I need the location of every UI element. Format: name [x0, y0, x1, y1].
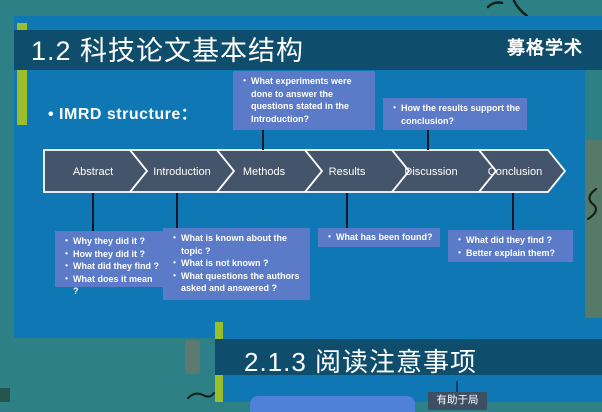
callout-box-abstract: • Why they did it ? • How they did it ? • Wha… — [55, 231, 163, 296]
slide2-partial-dark-box: 有助于局 — [428, 392, 487, 410]
chevron-step-label: Abstract — [73, 166, 113, 178]
chevron-separator — [129, 149, 149, 193]
connector-line — [427, 130, 429, 150]
ink-stroke-icon — [187, 392, 215, 399]
slide1-page-title: 1.2 科技论文基本结构 — [31, 36, 305, 66]
wallpaper-strip — [584, 140, 602, 318]
bullet-text: What has been found? — [336, 232, 433, 242]
chevron-separator — [304, 149, 324, 193]
connector-line — [456, 381, 458, 392]
connector-line — [92, 193, 94, 231]
imrd-subtitle: • IMRD structure： — [48, 106, 198, 123]
bullet-item: • What has been found? — [323, 231, 437, 244]
bullet-item: • Better explain them? — [453, 247, 570, 260]
chevron-separator — [216, 149, 236, 193]
callout-box-discussion: • How the results support the conclusion? — [383, 98, 527, 130]
bullet-text: What did they find ? — [466, 235, 552, 245]
bullet-item: • What is not known ? — [168, 257, 307, 270]
chevron-step-label: Conclusion — [488, 166, 542, 178]
bullet-icon: • — [65, 261, 68, 270]
bullet-item: • What experiments were done to answer th… — [238, 75, 372, 125]
bullet-icon: • — [65, 236, 68, 245]
bullet-text: How they did it ? — [73, 248, 145, 259]
bullet-text: What did they find ? — [73, 261, 159, 271]
bullet-text: What is known about the topic ? — [181, 233, 287, 256]
chevron-separator — [391, 149, 411, 193]
bullet-item: • How they did it ? — [60, 248, 160, 261]
ink-stroke-icon — [586, 187, 598, 221]
connector-line — [512, 193, 514, 230]
bullet-text: What questions the authors asked and ans… — [181, 270, 300, 294]
callout-box-methods: • What experiments were done to answer th… — [233, 71, 375, 130]
bullet-icon: • — [328, 232, 331, 241]
slide2-partial-rounded-box — [250, 396, 415, 412]
chevron-separator — [478, 149, 498, 193]
bullet-icon: • — [243, 76, 246, 85]
chevron-step-label: Methods — [243, 166, 286, 178]
bullet-text: Why they did it ? — [73, 236, 145, 246]
slide2-title-band — [215, 339, 602, 375]
slide1-accent-bar — [17, 23, 27, 125]
bullet-icon: • — [65, 273, 68, 283]
slide2-page-title: 2.1.3 阅读注意事项 — [244, 347, 478, 377]
bullet-icon: • — [173, 258, 176, 267]
bullet-icon: • — [393, 103, 396, 112]
slide1-title-band — [14, 30, 602, 70]
callout-box-conclusion: • What did they find ? • Better explain the… — [448, 230, 573, 262]
wallpaper-dark-corner — [0, 388, 10, 402]
process-chevron-band: Abstract Introduction Methods Results Di… — [43, 149, 567, 193]
bullet-item: • What did they find ? — [60, 260, 160, 273]
bullet-text: What is not known ? — [181, 258, 269, 268]
bullet-icon: • — [173, 270, 176, 280]
bullet-text: What does it mean ? — [73, 273, 153, 297]
bullet-item: • What is known about the topic ? — [168, 232, 307, 257]
bullet-item: • How the results support the conclusion? — [388, 102, 524, 127]
bullet-item: • What questions the authors asked and an… — [168, 270, 307, 295]
bullet-text: What experiments were done to answer the… — [251, 76, 352, 124]
chevron-step-label: Discussion — [404, 166, 457, 178]
chevron-outline — [43, 149, 567, 193]
callout-box-introduction: • What is known about the topic ? • What is… — [163, 228, 310, 300]
connector-line — [346, 193, 348, 228]
connector-line — [176, 193, 178, 228]
bullet-icon: • — [173, 233, 176, 242]
brand-logo-text: 募格学术 — [507, 38, 583, 58]
wallpaper-patch — [185, 340, 200, 374]
chevron-step-label: Results — [329, 166, 366, 178]
chevron-step-label: Introduction — [153, 166, 210, 178]
bullet-item: • What did they find ? — [453, 234, 570, 247]
bullet-text: How the results support the conclusion? — [401, 103, 521, 126]
connector-line — [262, 130, 264, 150]
bullet-item: • What does it mean ? — [60, 273, 160, 298]
bullet-text: Better explain them? — [466, 247, 556, 258]
bullet-icon: • — [458, 235, 461, 244]
bullet-icon: • — [458, 247, 461, 257]
bullet-item: • Why they did it ? — [60, 235, 160, 248]
bullet-icon: • — [65, 248, 68, 258]
slide1-top-strip — [14, 16, 602, 30]
callout-box-results: • What has been found? — [318, 228, 440, 247]
ink-stroke-icon — [486, 0, 529, 18]
